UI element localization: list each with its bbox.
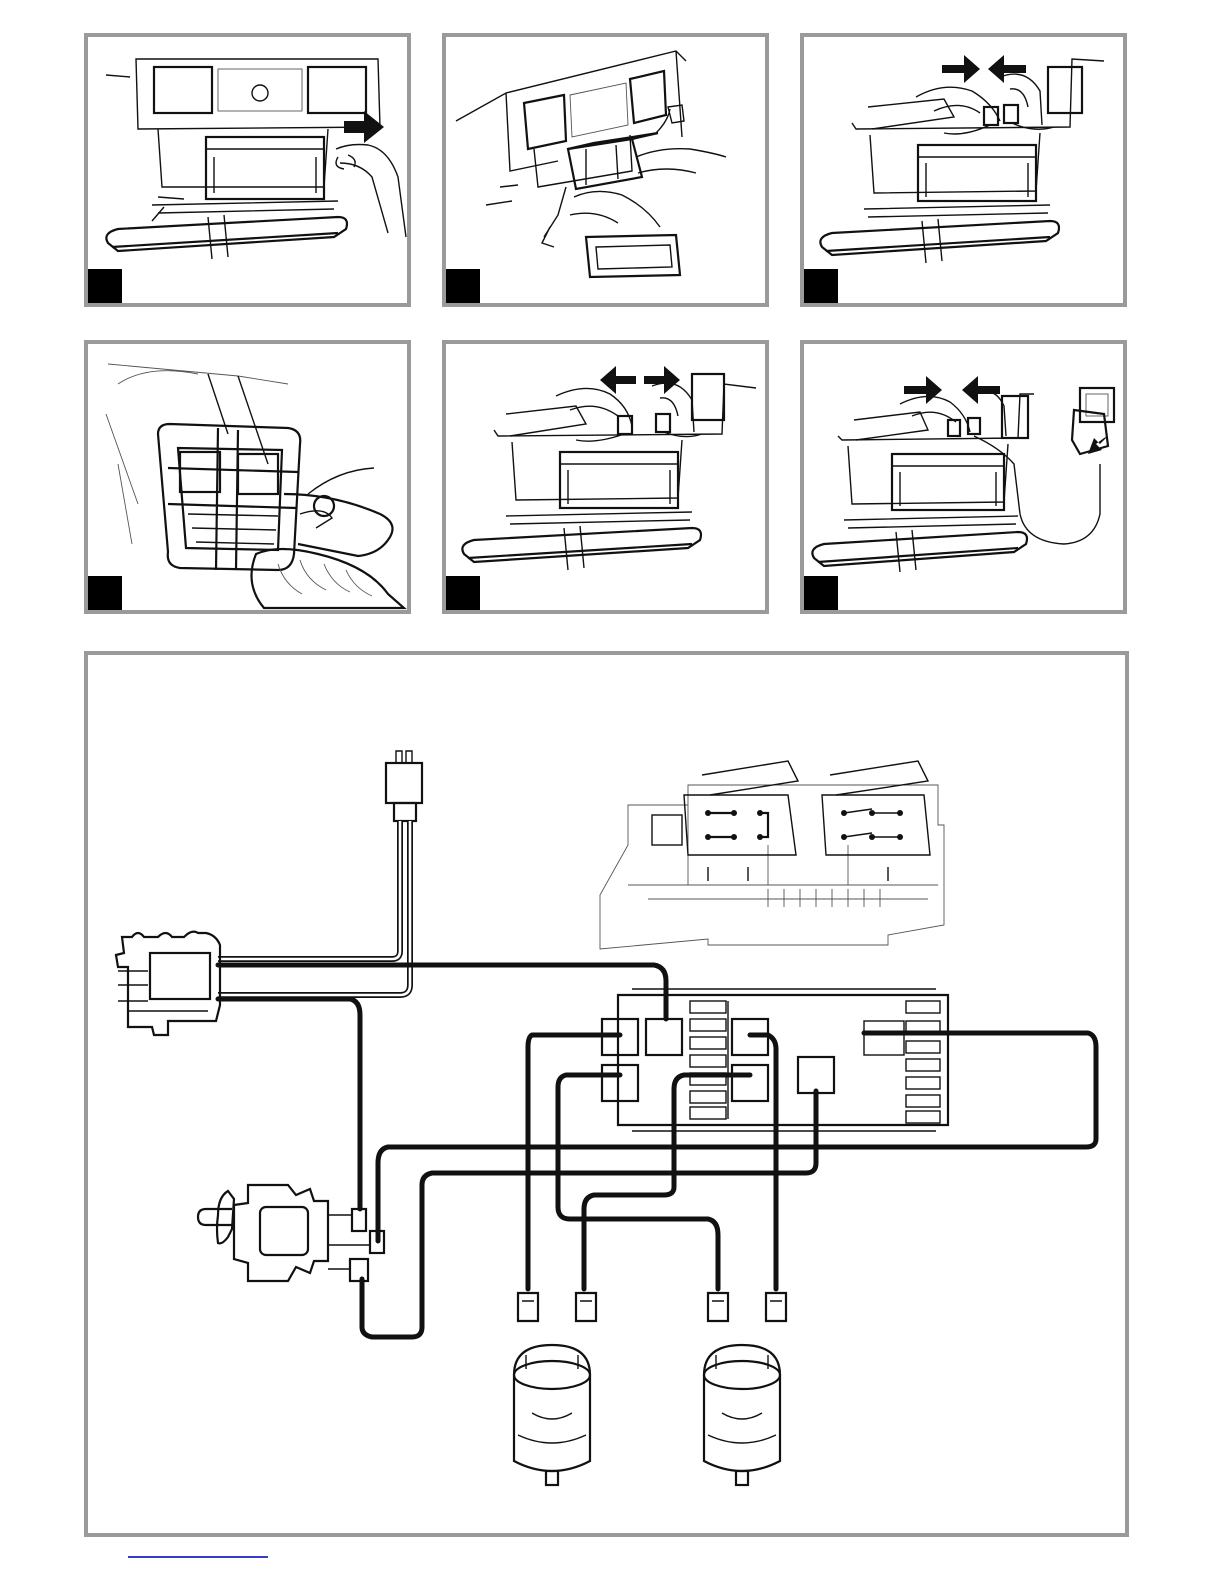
forward-reverse-switch-icon xyxy=(198,1185,384,1281)
step-panel-5 xyxy=(442,340,769,614)
battery-removal-icon xyxy=(446,37,765,303)
step-panel-6 xyxy=(800,340,1127,614)
step-badge xyxy=(446,576,480,610)
wiring-diagram xyxy=(84,651,1129,1537)
step-badge xyxy=(804,269,838,303)
step-badge xyxy=(446,269,480,303)
motor-right-icon xyxy=(704,1293,786,1485)
pedal-switch-icon xyxy=(116,932,220,1035)
wiring-diagram-icon xyxy=(88,655,1125,1533)
connector-join-icon xyxy=(804,37,1123,303)
battery-compartment-pull-icon xyxy=(88,37,407,303)
switch-panel-icon xyxy=(600,761,944,949)
step-badge xyxy=(88,269,122,303)
battery-charger-plug-icon xyxy=(804,344,1123,610)
footer-link-underline xyxy=(128,1556,268,1558)
bumper-fastener-icon xyxy=(88,344,407,610)
motor-left-icon xyxy=(514,1293,596,1485)
step-panel-2 xyxy=(442,33,769,307)
step-panel-4 xyxy=(84,340,411,614)
step-badge xyxy=(88,576,122,610)
step-panel-3 xyxy=(800,33,1127,307)
step-badge xyxy=(804,576,838,610)
connector-separate-icon xyxy=(446,344,765,610)
connector-plug-icon xyxy=(218,751,422,995)
step-panel-1 xyxy=(84,33,411,307)
